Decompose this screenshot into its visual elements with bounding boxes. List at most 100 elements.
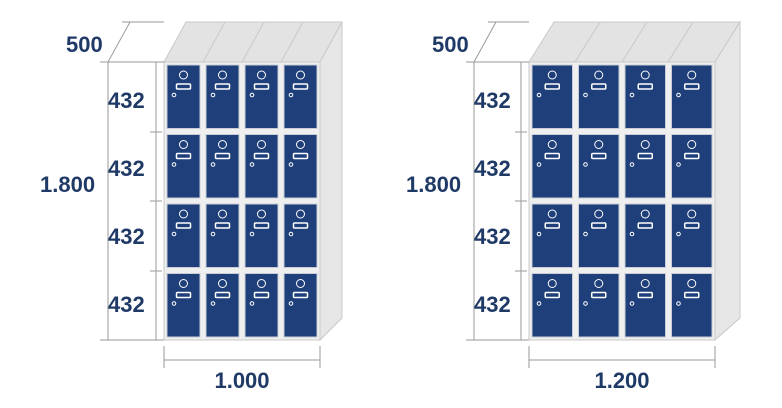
combination-lock-icon bbox=[640, 140, 650, 149]
door-handle-icon bbox=[637, 291, 653, 299]
door-handle-icon bbox=[684, 222, 700, 229]
combination-lock-icon bbox=[547, 140, 557, 149]
locker-door bbox=[283, 134, 318, 199]
door-handle-icon bbox=[253, 83, 270, 90]
keyhole-icon bbox=[536, 92, 542, 98]
locker-door bbox=[205, 273, 240, 338]
door-grid bbox=[166, 64, 318, 338]
locker-door bbox=[166, 203, 201, 268]
row-label-2: 432 bbox=[474, 156, 511, 181]
combination-lock-icon bbox=[218, 140, 227, 149]
combination-lock-icon bbox=[687, 140, 697, 149]
combination-lock-icon bbox=[594, 70, 604, 80]
door-handle-icon bbox=[175, 152, 192, 160]
keyhole-icon bbox=[629, 301, 635, 306]
door-handle-icon bbox=[292, 222, 309, 229]
combination-lock-icon bbox=[687, 279, 697, 288]
row-label-4: 432 bbox=[474, 292, 511, 317]
door-handle-icon bbox=[591, 83, 607, 90]
combination-lock-icon bbox=[594, 140, 604, 149]
locker-door bbox=[283, 64, 318, 129]
combination-lock-icon bbox=[547, 70, 557, 80]
locker-door bbox=[244, 273, 279, 338]
combination-lock-icon bbox=[179, 279, 188, 288]
combination-lock-icon bbox=[179, 70, 188, 80]
keyhole-icon bbox=[536, 231, 542, 237]
combination-lock-icon bbox=[640, 209, 650, 219]
row-label-1: 432 bbox=[474, 88, 511, 113]
keyhole-icon bbox=[583, 301, 588, 306]
combination-lock-icon bbox=[179, 140, 188, 149]
keyhole-icon bbox=[583, 92, 588, 98]
keyhole-icon bbox=[676, 301, 681, 306]
door-handle-icon bbox=[544, 291, 560, 299]
keyhole-icon bbox=[288, 92, 294, 98]
combination-lock-icon bbox=[296, 70, 305, 80]
combination-lock-icon bbox=[179, 209, 188, 219]
combination-lock-icon bbox=[687, 209, 697, 219]
locker-door bbox=[244, 64, 279, 129]
row-label-3: 432 bbox=[474, 224, 511, 249]
locker-door bbox=[244, 203, 279, 268]
row-label-2: 432 bbox=[108, 156, 145, 181]
combination-lock-icon bbox=[640, 70, 650, 80]
combination-lock-icon bbox=[640, 279, 650, 288]
keyhole-icon bbox=[171, 231, 177, 237]
combination-lock-icon bbox=[594, 209, 604, 219]
door-handle-icon bbox=[253, 152, 270, 160]
locker-door bbox=[283, 273, 318, 338]
locker-door bbox=[283, 203, 318, 268]
combination-lock-icon bbox=[257, 70, 266, 80]
door-handle-icon bbox=[637, 222, 653, 229]
door-handle-icon bbox=[175, 83, 192, 90]
keyhole-icon bbox=[171, 162, 177, 167]
depth-dimension-line bbox=[473, 21, 497, 63]
combination-lock-icon bbox=[296, 279, 305, 288]
depth-dimension-line bbox=[107, 21, 131, 63]
width-label: 1.000 bbox=[214, 368, 269, 393]
combination-lock-icon bbox=[257, 140, 266, 149]
combination-lock-icon bbox=[257, 279, 266, 288]
door-handle-icon bbox=[253, 222, 270, 229]
door-handle-icon bbox=[292, 83, 309, 90]
door-handle-icon bbox=[544, 152, 560, 160]
keyhole-icon bbox=[249, 301, 255, 306]
keyhole-icon bbox=[629, 92, 635, 98]
row-label-4: 432 bbox=[108, 292, 145, 317]
keyhole-icon bbox=[629, 231, 635, 237]
height-label: 1.800 bbox=[406, 172, 461, 197]
combination-lock-icon bbox=[218, 70, 227, 80]
locker-door bbox=[205, 203, 240, 268]
door-handle-icon bbox=[214, 152, 231, 160]
combination-lock-icon bbox=[547, 209, 557, 219]
door-handle-icon bbox=[684, 291, 700, 299]
door-handle-icon bbox=[591, 291, 607, 299]
locker-unit-narrow: 500 1.800 432 432 432 432 1.000 bbox=[40, 21, 343, 393]
combination-lock-icon bbox=[594, 279, 604, 288]
door-handle-icon bbox=[214, 291, 231, 299]
keyhole-icon bbox=[583, 162, 588, 167]
keyhole-icon bbox=[536, 301, 542, 306]
locker-door bbox=[244, 134, 279, 199]
cabinet-side bbox=[714, 20, 741, 342]
keyhole-icon bbox=[210, 92, 216, 98]
door-handle-icon bbox=[253, 291, 270, 299]
keyhole-icon bbox=[288, 162, 294, 167]
keyhole-icon bbox=[171, 301, 177, 306]
combination-lock-icon bbox=[257, 209, 266, 219]
row-label-1: 432 bbox=[108, 88, 145, 113]
door-handle-icon bbox=[591, 222, 607, 229]
locker-door bbox=[205, 64, 240, 129]
depth-label: 500 bbox=[66, 32, 103, 57]
door-handle-icon bbox=[214, 83, 231, 90]
locker-door bbox=[624, 203, 666, 268]
combination-lock-icon bbox=[218, 209, 227, 219]
door-handle-icon bbox=[175, 222, 192, 229]
keyhole-icon bbox=[676, 162, 681, 167]
depth-label: 500 bbox=[432, 32, 469, 57]
door-handle-icon bbox=[684, 83, 700, 90]
keyhole-icon bbox=[171, 92, 177, 98]
keyhole-icon bbox=[249, 162, 255, 167]
door-handle-icon bbox=[591, 152, 607, 160]
keyhole-icon bbox=[210, 231, 216, 237]
